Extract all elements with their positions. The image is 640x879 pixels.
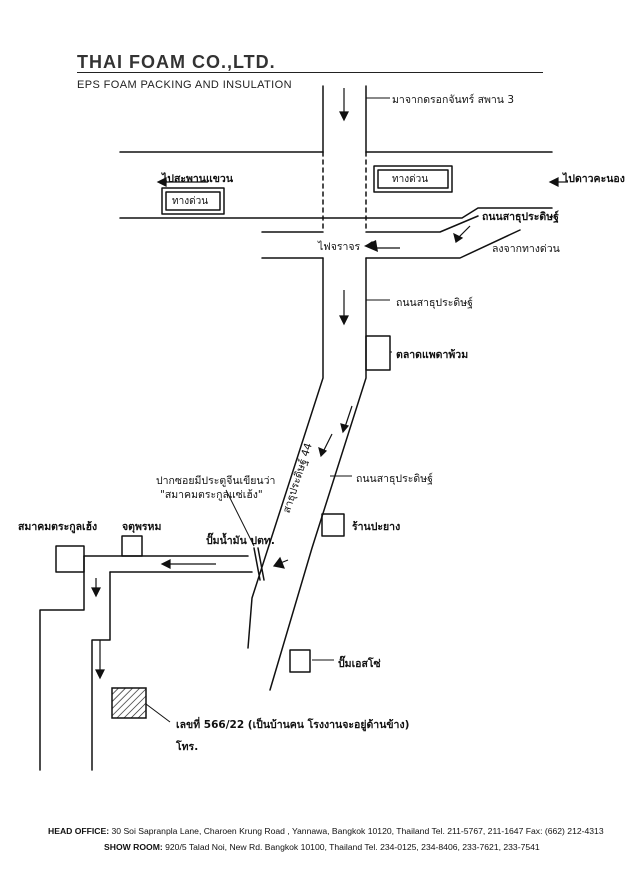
main-road-east [269, 257, 367, 691]
label-from-expressway: ลงจากทางด่วน [492, 243, 560, 255]
traffic-light-mark [364, 240, 378, 252]
esso-box [289, 649, 311, 673]
factory-block [111, 687, 147, 719]
label-sathu-mid: ถนนสาธุประดิษฐ์ [396, 297, 473, 309]
label-expressway-right: ทางด่วน [392, 174, 429, 185]
address-line-2: โทร. [176, 741, 199, 753]
left-road-inner [91, 571, 111, 771]
shrine-box [121, 535, 143, 557]
footer-showroom-text: 920/5 Talad Noi, New Rd. Bangkok 10100, … [165, 842, 540, 852]
company-name: THAI FOAM CO.,LTD. [77, 52, 276, 72]
label-ptt: ปั๊มน้ำมัน ปตท. [206, 535, 275, 547]
label-heng-assoc: สมาคมตระกูลเฮ้ง [18, 521, 98, 533]
label-rubber-shop: ร้านปะยาง [352, 521, 401, 533]
rubber-shop-box [321, 513, 345, 537]
road-junction [261, 215, 479, 233]
road-north [322, 85, 367, 153]
label-sathu-top: ถนนสาธุประดิษฐ์ [482, 211, 559, 223]
soi-gate [253, 547, 265, 581]
road-cross-bottom [119, 207, 553, 219]
footer-head-office: HEAD OFFICE: 30 Soi Sapranpla Lane, Char… [48, 826, 604, 836]
footer-showroom-label: SHOW ROOM: [104, 842, 163, 852]
label-to-saphan: ไปสะพานแขวน [162, 173, 234, 185]
label-market: ตลาดแพดาพ้วม [396, 349, 469, 361]
footer-showroom: SHOW ROOM: 920/5 Talad Noi, New Rd. Bang… [104, 842, 540, 852]
footer-head-office-label: HEAD OFFICE: [48, 826, 110, 836]
label-esso: ปั๊มเอสโซ่ [338, 658, 381, 670]
label-expressway-left: ทางด่วน [172, 196, 209, 207]
road-center-dash [322, 151, 367, 231]
market-box [365, 335, 391, 371]
label-sathu-low: ถนนสาธุประดิษฐ์ [356, 473, 433, 485]
left-road-outer [39, 555, 85, 771]
label-shrine: จตุพรหม [122, 521, 162, 533]
address-line-1: เลขที่ 566/22 (เป็นบ้านคน โรงงานจะอยู่ด้… [176, 719, 410, 731]
label-soi-entrance-2: "สมาคมตระกูลแซ่เฮ้ง" [160, 489, 263, 501]
company-tagline: EPS FOAM PACKING AND INSULATION [77, 79, 292, 91]
header-rule [77, 72, 543, 73]
main-road-west [247, 257, 324, 649]
arrow-sathu-top [457, 225, 471, 239]
label-traffic-light: ไฟจราจร [318, 241, 361, 253]
label-from-bridge: มาจากดรอกจันทร์ สพาน 3 [392, 94, 514, 106]
label-soi-entrance-1: ปากซอยมีประตูจีนเขียนว่า [156, 475, 276, 487]
heng-assoc-box [55, 545, 85, 573]
footer-head-office-text: 30 Soi Sapranpla Lane, Charoen Krung Roa… [111, 826, 604, 836]
label-to-dao: ไปดาวคะนอง [563, 173, 625, 185]
expressway-exit [365, 229, 521, 259]
